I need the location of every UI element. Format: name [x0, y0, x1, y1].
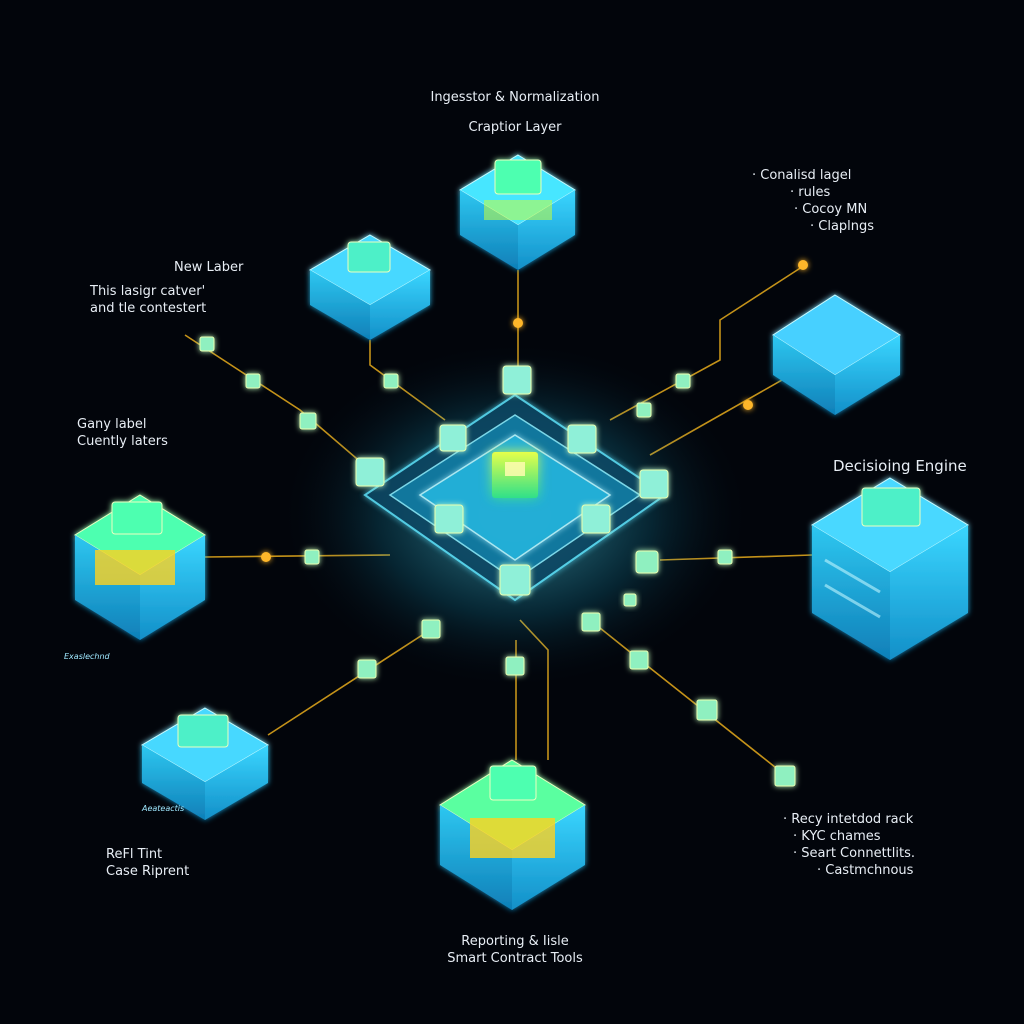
- node-cube-icon: [383, 373, 399, 389]
- list-item: ReFl Tint: [106, 847, 163, 862]
- node-cube-icon: [567, 424, 597, 454]
- list-item: Case Riprent: [106, 864, 190, 879]
- server-block-icon: [811, 477, 969, 660]
- node-cube-icon: [505, 656, 525, 676]
- server-block-icon: [772, 294, 901, 415]
- node-cube-icon: [439, 424, 467, 452]
- node-cube-icon: [717, 549, 733, 565]
- node-cube-icon: [581, 612, 601, 632]
- label-left-upper: New Laber This lasigr catver' and tle co…: [90, 259, 243, 317]
- dot-top-right: [798, 260, 808, 270]
- list-item: · Castmchnous: [817, 863, 914, 878]
- hub-core-highlight: [505, 462, 525, 476]
- list-item: New Laber: [174, 260, 244, 275]
- node-cube-icon: [355, 457, 385, 487]
- node-cube-icon: [421, 619, 441, 639]
- node-cube-icon: [581, 504, 611, 534]
- label-decisioning-engine: Decisioing Engine: [833, 457, 967, 475]
- node-cube-icon: [434, 504, 464, 534]
- dot-right-upper: [743, 400, 753, 410]
- server-block-icon: [141, 707, 269, 820]
- list-item: Reporting & Iisle: [461, 934, 569, 949]
- node-cube-icon: [675, 373, 691, 389]
- list-item: · Cocoy MN: [794, 202, 868, 217]
- node-cube-icon: [357, 659, 377, 679]
- node-cube-icon: [299, 412, 317, 430]
- node-cube-icon: [629, 650, 649, 670]
- list-item: and tle contestert: [90, 301, 207, 316]
- node-cube-icon: [635, 550, 659, 574]
- label-left-module-tag: Exaslechnd: [64, 652, 110, 661]
- list-item: · Conalisd lagel: [752, 168, 852, 183]
- server-block-icon: [74, 494, 206, 640]
- label-bottom-left-tag: Aeateactis: [142, 804, 185, 813]
- list-item: · Recy intetdod rack: [783, 812, 914, 827]
- list-item: Gany label: [77, 417, 147, 432]
- server-block-icon: [439, 759, 586, 910]
- dot-top: [513, 318, 523, 328]
- dot-left: [261, 552, 271, 562]
- node-cube-icon: [499, 564, 531, 596]
- list-item: Cuently laters: [77, 434, 168, 449]
- list-item: This lasigr catver': [90, 284, 206, 299]
- node-cube-icon: [199, 336, 215, 352]
- node-cube-icon: [639, 469, 669, 499]
- node-cube-icon: [636, 402, 652, 418]
- list-item: Smart Contract Tools: [447, 951, 583, 966]
- list-item: · Seart Connettlits.: [793, 846, 915, 861]
- node-cube-icon: [696, 699, 718, 721]
- server-block-icon: [459, 154, 576, 270]
- server-block-icon: [309, 234, 431, 340]
- label-left-mid: Gany label Cuently laters: [77, 416, 168, 450]
- node-cube-icon: [774, 765, 796, 787]
- node-cube-icon: [502, 365, 532, 395]
- label-bottom-left: ReFl Tint Case Riprent: [106, 846, 189, 880]
- label-bottom-right-list: · Recy intetdod rack · KYC chames · Sear…: [783, 811, 915, 879]
- label-top-right-list: · Conalisd lagel · rules · Cocoy MN · Cl…: [752, 167, 874, 235]
- list-item: · rules: [790, 185, 831, 200]
- node-cube-icon: [623, 593, 637, 607]
- list-item: · KYC chames: [793, 829, 881, 844]
- node-cube-icon: [304, 549, 320, 565]
- list-item: · Claplngs: [810, 219, 875, 234]
- label-bottom: Reporting & Iisle Smart Contract Tools: [430, 933, 600, 967]
- label-ingestion-sub: Craptior Layer: [468, 120, 562, 135]
- core-hub-icon: [285, 345, 745, 685]
- node-cube-icon: [245, 373, 261, 389]
- label-ingestion-title: Ingesstor & Normalization: [430, 90, 600, 105]
